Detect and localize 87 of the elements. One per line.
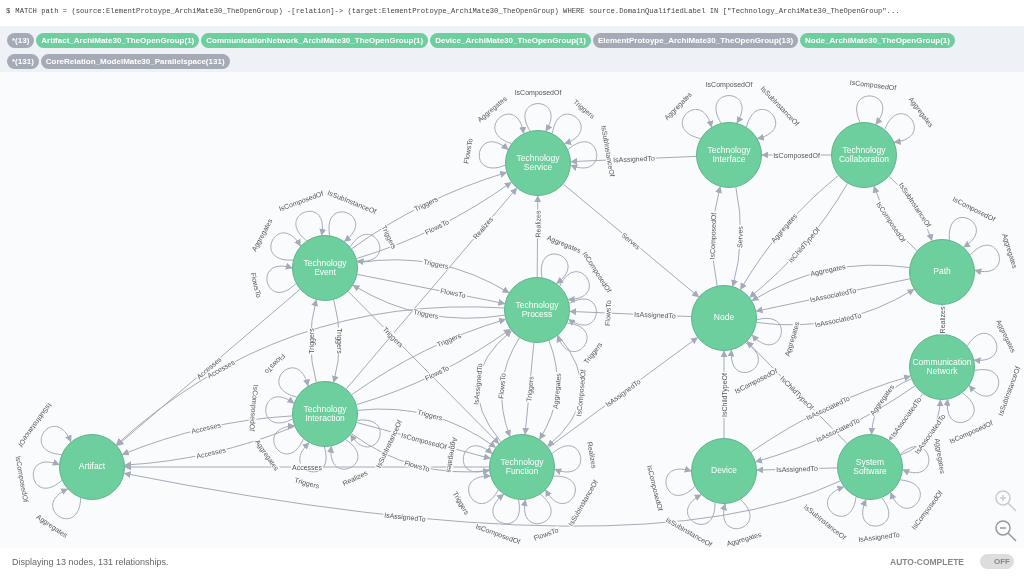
label-tag: Node_ArchiMate30_TheOpenGroup(1) bbox=[800, 33, 955, 48]
node-label: Technology Interface bbox=[706, 145, 752, 165]
status-text: Displaying 13 nodes, 131 relationships. bbox=[12, 557, 169, 567]
self-loop-arrow bbox=[521, 493, 552, 525]
label-tag: ElementProtoype_ArchiMate30_TheOpenGroup(13) bbox=[592, 33, 799, 48]
self-loop-arrow bbox=[751, 317, 782, 346]
self-loop-arrow bbox=[559, 271, 590, 303]
self-loop-arrow bbox=[567, 141, 598, 171]
toggle-switch: OFF bbox=[980, 554, 1014, 569]
self-loop-arrow bbox=[462, 445, 493, 473]
self-loop-arrow bbox=[899, 446, 930, 475]
self-loop-arrow bbox=[969, 244, 1000, 275]
self-loop-arrow bbox=[551, 445, 582, 475]
self-loop-arrow bbox=[328, 211, 357, 242]
arrow bbox=[562, 183, 700, 298]
node-circle bbox=[292, 381, 358, 447]
node-circle bbox=[831, 122, 897, 188]
node-circle bbox=[696, 122, 762, 188]
self-loop-arrow bbox=[266, 263, 297, 293]
node-circle bbox=[691, 438, 757, 504]
self-loop-arrow bbox=[966, 332, 998, 364]
self-loop-arrow bbox=[524, 103, 552, 132]
arrow bbox=[123, 471, 841, 527]
self-loop-arrow bbox=[350, 419, 381, 448]
self-loop-arrow bbox=[327, 439, 359, 470]
toggle-label: AUTO-COMPLETE bbox=[890, 557, 964, 567]
self-loop-arrow bbox=[52, 488, 82, 520]
self-loop-arrow bbox=[551, 113, 582, 145]
self-loop-arrow bbox=[884, 113, 915, 145]
node-circle bbox=[489, 434, 555, 500]
self-loop-arrow bbox=[568, 298, 597, 326]
self-loop-arrow bbox=[665, 466, 696, 496]
self-loop-arrow bbox=[265, 396, 295, 424]
label-tag: Artifact_ArchiMate30_TheOpenGroup(1) bbox=[36, 33, 200, 48]
node-label: System Software bbox=[852, 457, 888, 477]
self-loop-arrow bbox=[557, 322, 588, 352]
self-loop-arrow bbox=[32, 459, 63, 489]
self-loop-arrow bbox=[681, 109, 713, 139]
node-label: Technology Interaction bbox=[302, 404, 348, 424]
node-circle bbox=[505, 130, 571, 196]
label-tag: Device_ArchiMate30_TheOpenGroup(1) bbox=[430, 33, 591, 48]
self-loop-arrow bbox=[478, 141, 509, 169]
node-circle bbox=[909, 239, 975, 305]
node-circle bbox=[691, 285, 757, 351]
self-loop-arrow bbox=[944, 392, 975, 423]
node-label: Technology Event bbox=[302, 258, 348, 278]
self-loop-arrow bbox=[349, 233, 381, 265]
node-label: Technology Collaboration bbox=[837, 145, 891, 165]
node-label: Artifact bbox=[78, 462, 106, 472]
self-loop-arrow bbox=[278, 367, 310, 398]
self-loop-arrow bbox=[687, 494, 716, 525]
arrow bbox=[115, 306, 505, 446]
self-loop-arrow bbox=[545, 475, 576, 504]
label-tag: CommunicationNetwork_ArchiMate30_TheOpenGroup(1) bbox=[201, 33, 429, 48]
self-loop-arrow bbox=[746, 109, 777, 140]
self-loop-arrow bbox=[40, 426, 72, 456]
node-circle bbox=[292, 235, 358, 301]
self-loop-arrow bbox=[890, 479, 921, 509]
self-loop-arrow bbox=[827, 486, 857, 517]
node-label: Device bbox=[711, 466, 737, 476]
label-tag: *(13) bbox=[7, 33, 35, 48]
arrow bbox=[124, 463, 490, 471]
self-loop-arrow bbox=[295, 210, 326, 242]
node-circle bbox=[909, 334, 975, 400]
self-loop-arrow bbox=[715, 95, 743, 124]
self-loop-arrow bbox=[728, 342, 759, 373]
self-loop-arrow bbox=[948, 217, 977, 248]
self-loop-arrow bbox=[720, 499, 751, 530]
self-loop-arrow bbox=[468, 473, 499, 504]
self-loop-arrow bbox=[860, 497, 890, 527]
self-loop-arrow bbox=[856, 95, 884, 125]
node-circle bbox=[504, 277, 570, 343]
node-circle bbox=[59, 434, 125, 500]
node-label: Node bbox=[713, 313, 735, 323]
arrow bbox=[345, 187, 518, 390]
self-loop-arrow bbox=[270, 232, 301, 261]
node-label: Technology Function bbox=[499, 457, 545, 477]
node-label: Technology Service bbox=[515, 153, 561, 173]
self-loop-arrow bbox=[273, 423, 304, 455]
node-label: Communication Network bbox=[911, 357, 973, 377]
label-tag: *(131) bbox=[7, 54, 39, 69]
self-loop-arrow bbox=[492, 493, 520, 525]
self-loop-arrow bbox=[968, 369, 1000, 397]
self-loop-arrow bbox=[494, 113, 526, 145]
node-label: Path bbox=[933, 267, 951, 277]
node-label: Technology Process bbox=[514, 300, 560, 320]
self-loop-arrow bbox=[540, 253, 569, 284]
